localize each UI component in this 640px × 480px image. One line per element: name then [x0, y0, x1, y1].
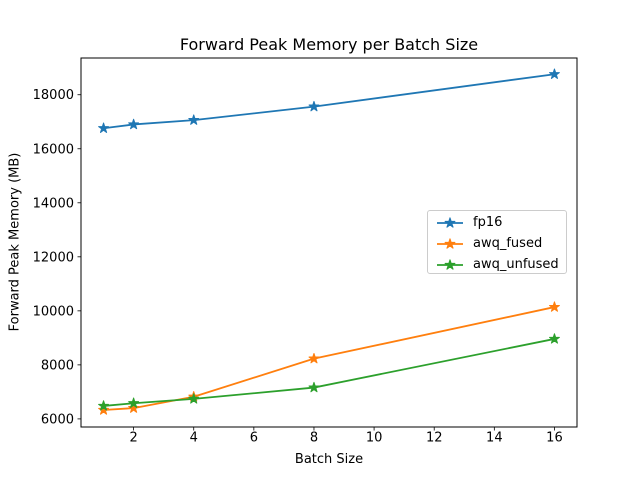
- chart-title: Forward Peak Memory per Batch Size: [179, 35, 479, 54]
- x-tick-label: 10: [366, 431, 383, 446]
- legend-line-star-icon: [437, 216, 463, 228]
- y-tick-label: 16000: [33, 142, 74, 157]
- y-tick-label: 8000: [41, 358, 74, 373]
- x-tick-label: 12: [426, 431, 443, 446]
- x-tick-label: 2: [129, 431, 137, 446]
- series-line-awq_unfused: [102, 338, 556, 407]
- x-axis-label: Batch Size: [294, 452, 364, 467]
- data-point-star-fp16: [98, 122, 109, 133]
- data-point-star-awq_fused: [549, 301, 560, 312]
- data-point-star-fp16: [308, 100, 320, 112]
- legend-line-star-icon: [437, 258, 463, 270]
- legend-line-star-icon: [437, 237, 463, 249]
- legend-label-awq_fused: awq_fused: [473, 236, 543, 251]
- legend: fp16 awq_fused awq_unfused: [427, 210, 567, 274]
- data-point-star-awq_unfused: [308, 381, 320, 393]
- legend-label-fp16: fp16: [473, 215, 503, 230]
- y-tick-label: 12000: [33, 250, 74, 265]
- data-point-star-awq_fused: [308, 352, 320, 364]
- y-axis-label: Forward Peak Memory (MB): [7, 152, 23, 332]
- data-point-star-awq_unfused: [188, 393, 200, 404]
- legend-entry-awq_fused: awq_fused: [436, 233, 560, 254]
- data-point-star-awq_fused: [128, 402, 140, 413]
- data-point-star-awq_fused: [98, 404, 109, 415]
- legend-entry-fp16: fp16: [436, 212, 560, 233]
- x-tick-label: 6: [250, 431, 258, 446]
- axes-frame: [80, 57, 578, 428]
- y-tick-label: 10000: [33, 304, 74, 319]
- data-point-star-fp16: [549, 68, 560, 79]
- x-tick-label: 16: [546, 431, 563, 446]
- data-point-star-awq_unfused: [98, 400, 109, 411]
- legend-label-awq_unfused: awq_unfused: [473, 257, 559, 272]
- data-point-star-awq_unfused: [128, 397, 140, 408]
- y-tick-label: 6000: [41, 412, 74, 427]
- y-tick-label: 14000: [33, 196, 74, 211]
- data-point-star-fp16: [128, 118, 140, 130]
- series-line-fp16: [102, 73, 556, 130]
- x-tick-label: 14: [486, 431, 503, 446]
- series-line-awq_fused: [102, 306, 556, 411]
- x-tick-label: 8: [310, 431, 318, 446]
- data-point-star-awq_unfused: [549, 333, 560, 344]
- x-tick-label: 4: [190, 431, 198, 446]
- y-tick-label: 18000: [33, 88, 74, 103]
- legend-entry-awq_unfused: awq_unfused: [436, 254, 560, 275]
- data-point-star-fp16: [188, 114, 200, 125]
